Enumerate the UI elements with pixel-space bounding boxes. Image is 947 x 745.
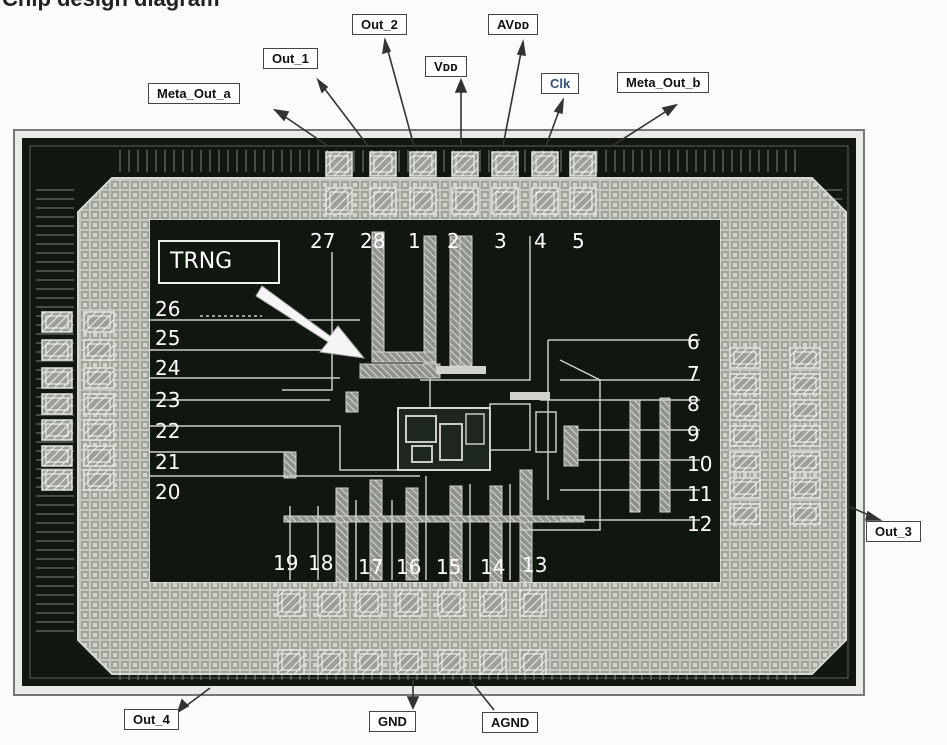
pin-number-22: 22	[155, 419, 181, 443]
trng-arrow	[255, 285, 366, 359]
pin-number-2: 2	[447, 229, 460, 253]
right-pads	[729, 347, 821, 525]
label-meta-out-a: Meta_Out_a	[148, 83, 240, 104]
pin-number-7: 7	[687, 362, 700, 386]
pin-number-27: 27	[310, 229, 336, 253]
pin-number-6: 6	[687, 330, 700, 354]
label-out-4: Out_4	[124, 709, 179, 730]
top-heading-fragment: Chip design diagram	[0, 0, 260, 20]
pin-number-28: 28	[360, 229, 386, 253]
leader-lines	[176, 37, 883, 714]
routing-traces	[283, 231, 671, 583]
label-gnd: GND	[369, 711, 416, 732]
pin-number-14: 14	[480, 555, 506, 579]
pin-number-11: 11	[687, 482, 713, 506]
pin-number-21: 21	[155, 450, 181, 474]
pin-number-25: 25	[155, 326, 181, 350]
pin-number-5: 5	[572, 229, 585, 253]
pin-number-4: 4	[534, 229, 547, 253]
label-avdd: AVᴅᴅ	[488, 14, 539, 35]
label-clk: Clk	[541, 73, 580, 94]
pin-number-9: 9	[687, 422, 700, 446]
pin-number-8: 8	[687, 392, 700, 416]
trng-label: TRNG	[170, 249, 233, 274]
label-agnd: AGND	[482, 712, 539, 733]
pin-number-16: 16	[396, 555, 422, 579]
pin-number-18: 18	[308, 551, 334, 575]
pin-number-10: 10	[687, 452, 713, 476]
label-out-1: Out_1	[263, 48, 318, 69]
pin-number-26: 26	[155, 297, 181, 321]
die-inner-line	[29, 145, 849, 679]
label-meta-out-b: Meta_Out_b	[617, 72, 710, 93]
label-out-3: Out_3	[866, 521, 921, 542]
trng-core	[359, 363, 579, 471]
label-vdd: Vᴅᴅ	[425, 56, 467, 77]
bottom-pads	[277, 589, 547, 675]
left-pads	[41, 311, 115, 491]
pin-number-1: 1	[408, 229, 421, 253]
pin-number-20: 20	[155, 480, 181, 504]
label-out-2: Out_2	[352, 14, 407, 35]
pin-number-23: 23	[155, 388, 181, 412]
pin-number-13: 13	[522, 553, 548, 577]
trng-label-box: TRNG	[158, 240, 280, 284]
pin-number-3: 3	[494, 229, 507, 253]
pin-number-17: 17	[358, 555, 384, 579]
pin-number-19: 19	[273, 551, 299, 575]
top-pads	[325, 151, 597, 215]
pin-number-12: 12	[687, 512, 713, 536]
pin-number-24: 24	[155, 356, 181, 380]
pin-number-15: 15	[436, 555, 462, 579]
